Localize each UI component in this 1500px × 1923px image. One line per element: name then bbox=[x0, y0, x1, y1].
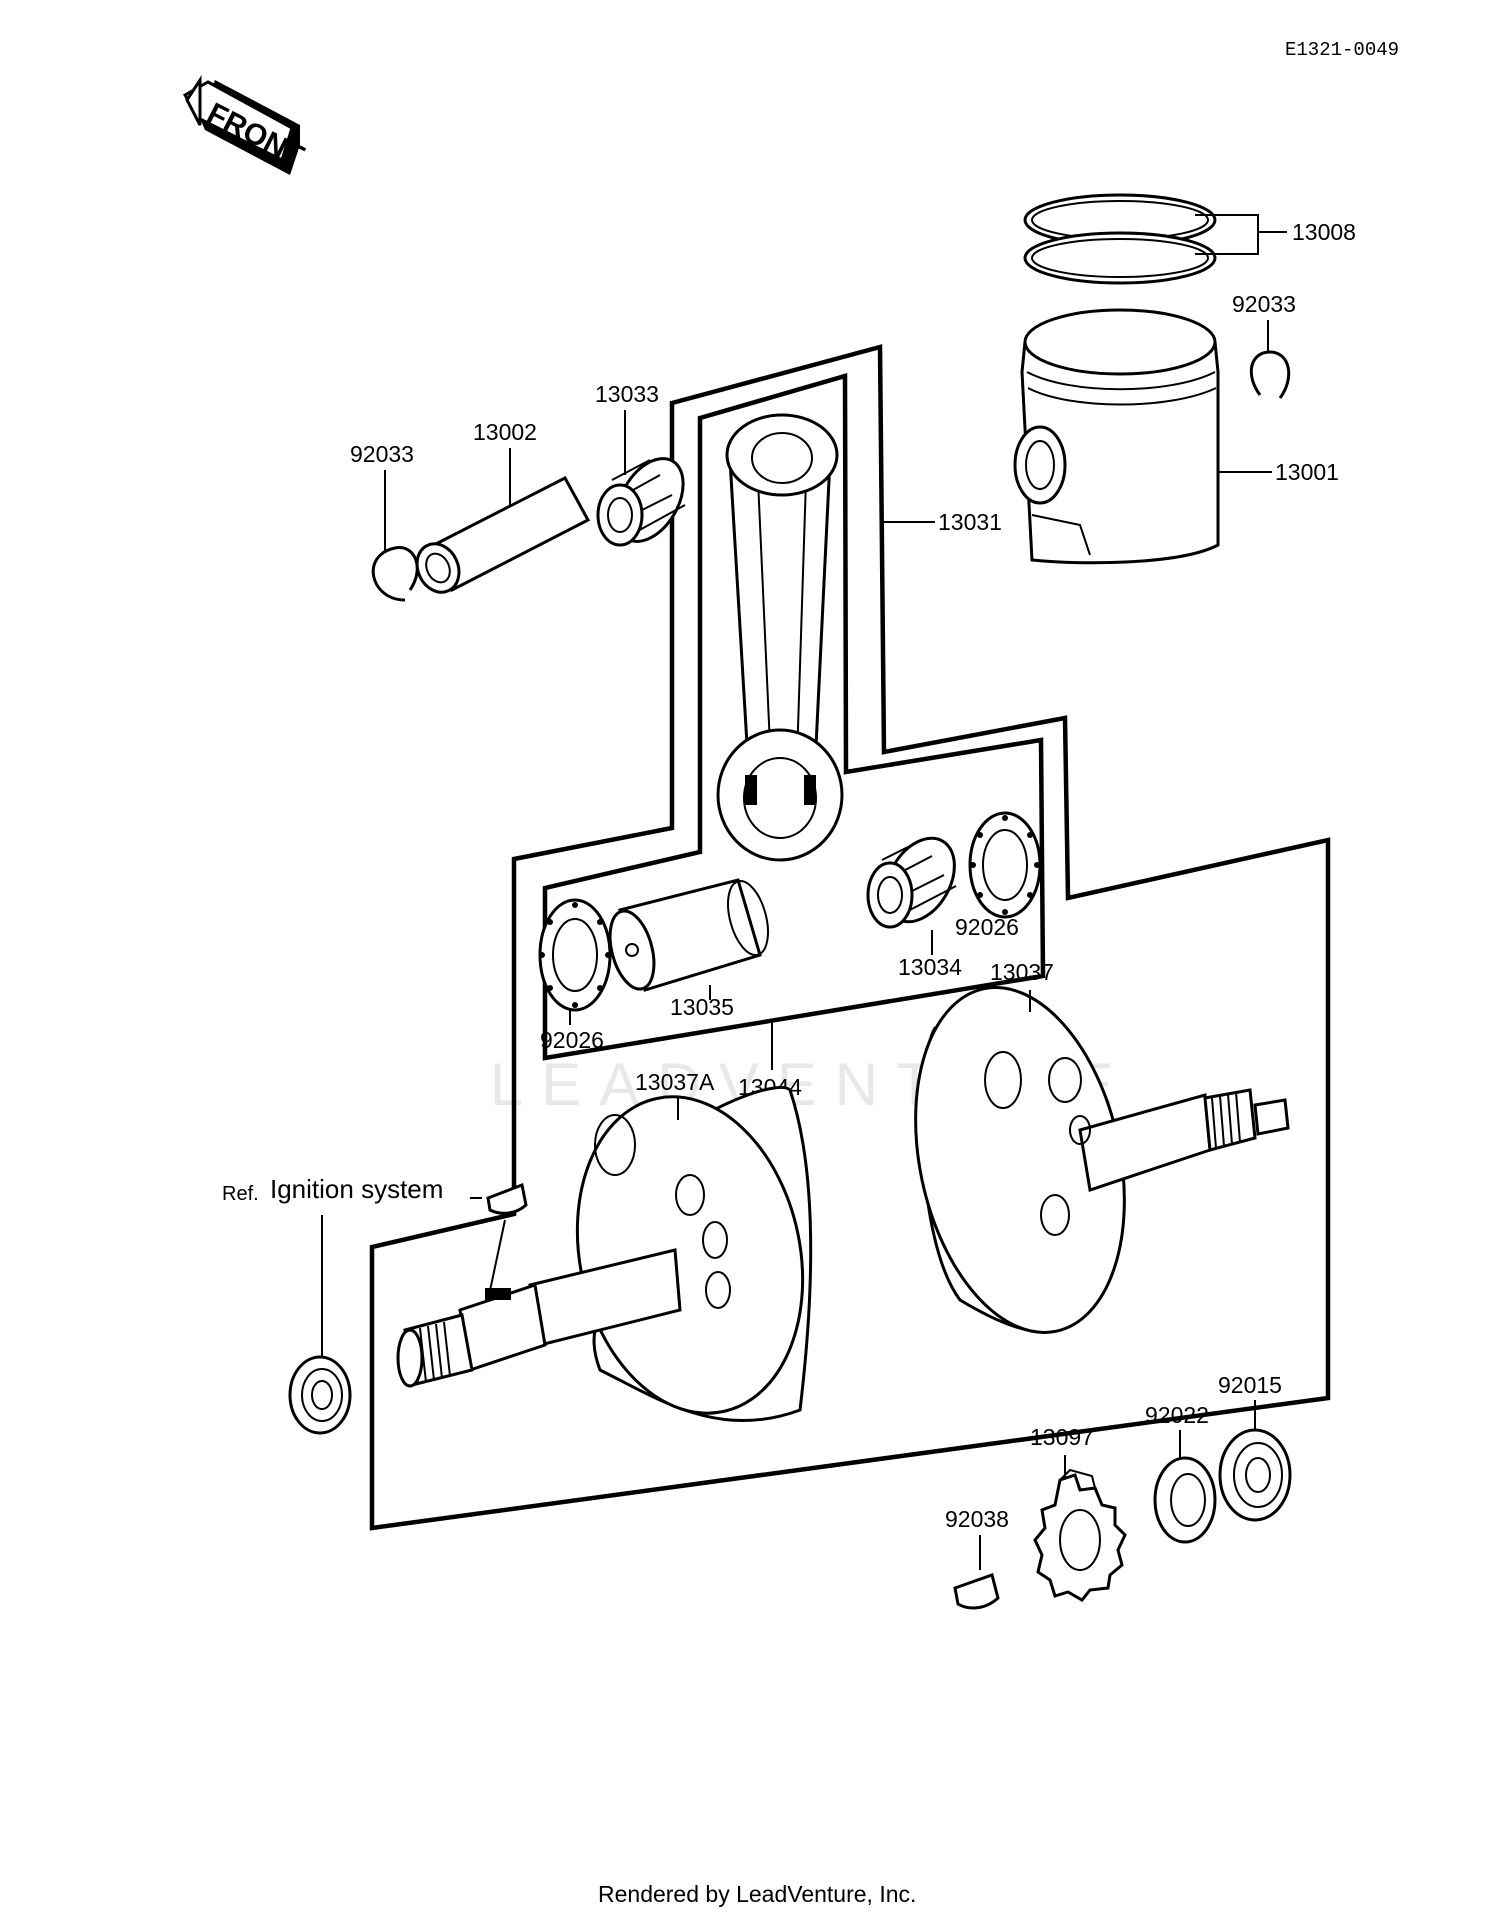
diagram-id: E1321-0049 bbox=[1285, 39, 1399, 61]
label-13034: 13034 bbox=[898, 954, 962, 980]
flanged-nut bbox=[288, 1355, 352, 1435]
label-92015: 92015 bbox=[1218, 1372, 1282, 1398]
crankshaft-assembly-frame bbox=[369, 344, 1331, 1531]
ref-prefix: Ref. bbox=[222, 1183, 259, 1205]
label-13031: 13031 bbox=[938, 509, 1002, 535]
lock-washer bbox=[1153, 1456, 1217, 1544]
connecting-rod bbox=[716, 413, 844, 862]
sprocket bbox=[1033, 1468, 1127, 1602]
label-13001: 13001 bbox=[1275, 459, 1339, 485]
piston-rings bbox=[1023, 193, 1217, 285]
label-13037A: 13037A bbox=[635, 1069, 715, 1095]
ref-ignition-system: Ignition system bbox=[270, 1174, 443, 1204]
label-13033: 13033 bbox=[595, 381, 659, 407]
nut bbox=[1218, 1428, 1292, 1522]
circlip-right bbox=[1249, 350, 1291, 399]
label-13037: 13037 bbox=[990, 959, 1054, 985]
label-13002: 13002 bbox=[473, 419, 537, 445]
label-92038: 92038 bbox=[945, 1506, 1009, 1532]
woodruff-key-ignition bbox=[486, 1182, 528, 1215]
label-92022: 92022 bbox=[1145, 1402, 1209, 1428]
crankshaft-right-half bbox=[914, 986, 1290, 1334]
front-arrow-icon: FRONT bbox=[182, 74, 309, 175]
woodruff-key bbox=[953, 1573, 1000, 1610]
connecting-rod-set-frame bbox=[542, 373, 1046, 1061]
label-13097: 13097 bbox=[1030, 1424, 1094, 1450]
label-13035: 13035 bbox=[670, 994, 734, 1020]
label-92033-right: 92033 bbox=[1232, 291, 1296, 317]
thrust-washer-left bbox=[538, 898, 612, 1012]
needle-bearing-small-end bbox=[596, 457, 686, 547]
label-92033-left: 92033 bbox=[350, 441, 414, 467]
footer-credit: Rendered by LeadVenture, Inc. bbox=[598, 1881, 916, 1907]
thrust-washer-right bbox=[968, 811, 1042, 919]
piston bbox=[1013, 308, 1220, 565]
crank-pin bbox=[608, 878, 769, 992]
needle-bearing-big-end bbox=[866, 836, 957, 929]
label-92026-right: 92026 bbox=[955, 914, 1019, 940]
label-13008: 13008 bbox=[1292, 219, 1356, 245]
crankshaft-left-half bbox=[396, 1085, 813, 1423]
circlip-left bbox=[371, 546, 419, 602]
piston-pin bbox=[415, 476, 591, 594]
label-92026-left: 92026 bbox=[540, 1027, 604, 1053]
